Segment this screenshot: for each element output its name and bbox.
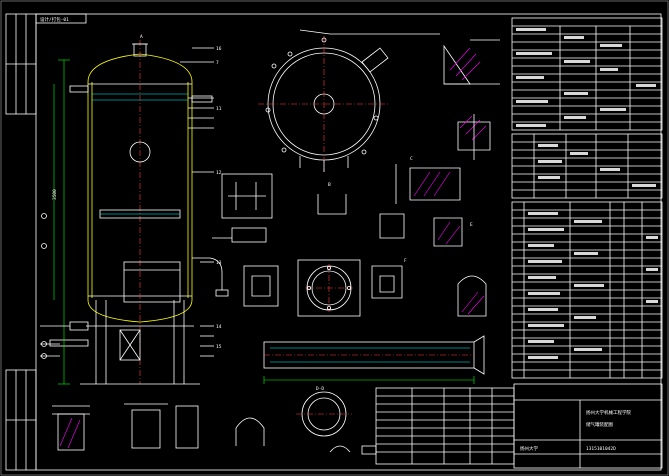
- technical-spec-table: [511, 17, 663, 131]
- title-block: 扬州大学机械工程学院 储气罐装配图 1315101042D 扬州大学: [513, 383, 663, 469]
- vessel-elevation: 3500 16 7 11 12 13 14 15: [40, 40, 229, 385]
- part-no-15: 15: [216, 344, 222, 350]
- view-letter-e: E: [470, 222, 473, 228]
- side-label: 设计/打包-01: [40, 16, 69, 23]
- detail-support-views: [243, 265, 487, 317]
- binding-strip: [5, 13, 37, 471]
- dim-height: 3500: [52, 189, 58, 200]
- view-letter-a: A: [140, 34, 143, 40]
- title-drawing-name: 储气罐装配图: [586, 421, 613, 428]
- part-no-7: 7: [216, 60, 219, 66]
- part-no-11: 11: [216, 106, 222, 112]
- bottom-detail-views: D-D: [52, 386, 352, 451]
- view-letter-c: C: [410, 156, 413, 162]
- detail-view-top-right: [443, 39, 500, 160]
- view-letter-f: F: [404, 258, 407, 264]
- view-letter-b: B: [328, 182, 331, 188]
- title-drawing-no: 1315101042D: [586, 446, 616, 452]
- top-left-tag: 设计/打包-01: [35, 13, 87, 24]
- part-no-16: 16: [216, 46, 222, 52]
- title-org: 扬州大学机械工程学院: [586, 409, 631, 416]
- parts-list-table: [511, 201, 663, 379]
- nozzle-table: [511, 133, 663, 199]
- pipe-length-detail: [263, 335, 485, 384]
- part-no-12: 12: [216, 170, 222, 176]
- logo-mark: [329, 445, 377, 455]
- vessel-plan-view: [258, 29, 440, 172]
- revision-table: [375, 387, 515, 465]
- part-no-14: 14: [216, 324, 222, 330]
- section-view-label: D-D: [316, 386, 324, 392]
- flange-detail: [297, 259, 361, 317]
- title-company-bottom: 扬州大学: [520, 445, 538, 452]
- detail-bracket-views: [212, 164, 463, 247]
- part-no-13: 13: [216, 260, 222, 266]
